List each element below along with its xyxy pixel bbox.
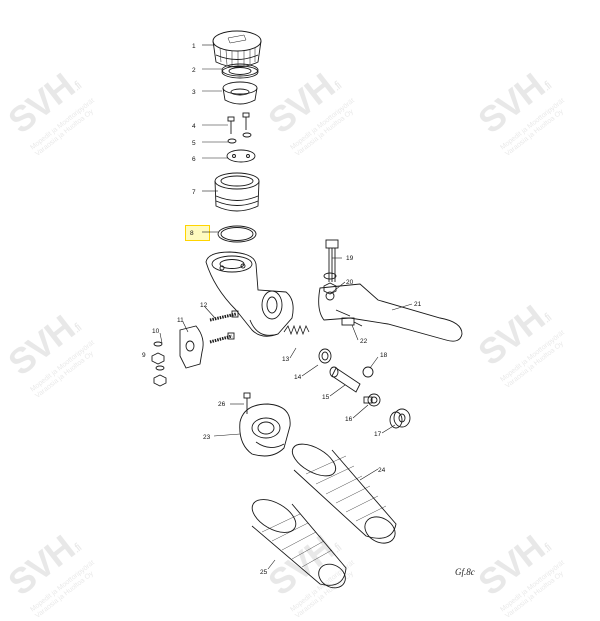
label-part-20: 20 — [346, 279, 354, 286]
label-part-26: 26 — [218, 401, 226, 408]
label-part-14: 14 — [294, 374, 302, 381]
label-part-3: 3 — [192, 89, 196, 96]
part-4-screws — [227, 112, 250, 134]
label-part-24: 24 — [378, 467, 386, 474]
part-9-10-nuts — [151, 341, 167, 387]
label-part-19: 19 — [346, 255, 354, 262]
parts-diagram: SVH.fi Mopedit ja Moottoripyörät Varaosi… — [0, 30, 566, 620]
part-5-washers — [227, 132, 252, 144]
label-part-21: 21 — [414, 301, 422, 308]
part-11-clamp — [179, 325, 204, 369]
part-17-boot — [389, 408, 411, 429]
part-21-lever — [318, 283, 463, 342]
label-part-11: 11 — [177, 317, 184, 324]
label-part-4: 4 — [192, 123, 196, 130]
label-part-8: 8 — [190, 230, 194, 237]
label-part-12: 12 — [200, 302, 208, 309]
part-15-piston — [329, 366, 361, 393]
part-6-plate — [226, 149, 256, 163]
part-16-seal — [363, 393, 381, 407]
part-8-o-ring — [217, 225, 257, 243]
exploded-drawing: 1 2 3 4 5 6 7 8 9 10 11 12 13 14 15 16 1… — [142, 30, 463, 589]
part-19-pivot-bolt — [325, 239, 339, 282]
label-part-16: 16 — [345, 416, 353, 423]
part-3-diaphragm — [222, 81, 258, 105]
label-part-15: 15 — [322, 394, 330, 401]
part-13-spring — [283, 324, 310, 336]
part-22-adjuster — [341, 317, 363, 327]
part-24-grip — [291, 443, 397, 544]
label-part-2: 2 — [192, 67, 196, 74]
label-part-9: 9 — [142, 352, 146, 359]
part-26-screw — [243, 392, 251, 414]
drawing-signature: Gf.8c — [455, 567, 475, 577]
label-part-13: 13 — [282, 356, 290, 363]
part-14-seal — [318, 348, 332, 364]
label-part-23: 23 — [203, 434, 211, 441]
part-23-throttle-housing — [239, 403, 291, 457]
label-part-1: 1 — [192, 43, 196, 50]
label-part-17: 17 — [374, 431, 382, 438]
master-cylinder-body — [205, 251, 294, 337]
label-part-6: 6 — [192, 156, 196, 163]
part-25-grip — [251, 499, 347, 589]
label-part-10: 10 — [152, 328, 160, 335]
label-part-5: 5 — [192, 140, 196, 147]
part-20-nut — [323, 272, 337, 295]
part-7-reservoir — [214, 172, 260, 212]
label-part-7: 7 — [192, 189, 196, 196]
part-2-gasket — [221, 63, 259, 79]
label-part-25: 25 — [260, 569, 268, 576]
part-12-bolts — [209, 310, 239, 344]
part-1-reservoir-cap — [212, 30, 262, 68]
label-part-18: 18 — [380, 352, 388, 359]
label-part-22: 22 — [360, 338, 368, 345]
part-18-circlip — [362, 366, 374, 378]
highlight-part-8 — [185, 225, 210, 241]
